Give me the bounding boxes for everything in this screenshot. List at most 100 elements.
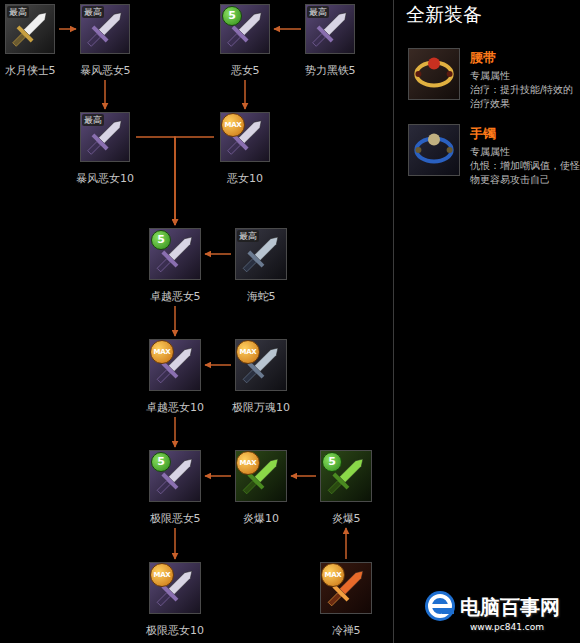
item-name: 恶女10 (190, 172, 300, 185)
weapon-item: 最高暴风恶女10 (80, 112, 130, 162)
attribute-description: 治疗：提升技能/特效的治疗效果 (470, 83, 580, 111)
item-name: 暴风恶女5 (50, 64, 160, 77)
weapon-symbol (152, 452, 199, 499)
weapon-symbol (238, 230, 285, 277)
level-badge: 5 (151, 230, 171, 250)
attribute-description: 仇恨：增加嘲讽值，使怪物更容易攻击自己 (470, 159, 580, 187)
weapon-symbol (307, 6, 353, 52)
upgrade-arrow (174, 528, 176, 559)
upgrade-arrow (174, 306, 176, 336)
level-badge: MAX (321, 563, 345, 587)
item-icon (408, 48, 460, 100)
level-badge: 最高 (82, 6, 104, 18)
upgrade-arrow (205, 475, 231, 477)
weapon-item: 5极限恶女5 (149, 450, 201, 502)
icon-frame (409, 125, 460, 176)
weapon-symbol (82, 114, 128, 160)
level-badge: MAX (150, 563, 174, 587)
weapon-item: 5炎爆5 (320, 450, 372, 502)
icon-frame (221, 5, 270, 54)
item-name: 恶女5 (190, 64, 300, 77)
upgrade-arrow (205, 364, 231, 366)
upgrade-arrow (59, 28, 76, 30)
item-name: 极限万魂10 (205, 401, 317, 414)
upgrade-arrow (174, 417, 176, 447)
upgrade-arrow (136, 137, 175, 225)
icon-frame (236, 451, 287, 502)
weapon-item: MAX极限万魂10 (235, 339, 287, 391)
item-name: 炎爆5 (290, 512, 402, 525)
icon-frame (409, 49, 460, 100)
icon-frame (221, 113, 270, 162)
upgrade-arrow (345, 528, 347, 559)
icon-frame (6, 5, 55, 54)
weapon-item: 5恶女5 (220, 4, 270, 54)
weapon-item: 5卓越恶女5 (149, 228, 201, 280)
icon-frame (150, 340, 201, 391)
level-badge: 5 (151, 452, 171, 472)
accessory-item: 手镯专属属性仇恨：增加嘲讽值，使怪物更容易攻击自己 (408, 124, 460, 176)
item-name: 炎爆10 (205, 512, 317, 525)
level-badge: 5 (222, 6, 242, 26)
level-badge: 最高 (307, 6, 329, 18)
icon-frame (236, 229, 287, 280)
level-badge: MAX (236, 451, 260, 475)
level-badge: 最高 (82, 114, 104, 126)
item-description: 手镯专属属性仇恨：增加嘲讽值，使怪物更容易攻击自己 (470, 126, 580, 187)
icon-frame (321, 451, 372, 502)
watermark-url: www.pc841.com (470, 622, 544, 632)
attribute-type: 专属属性 (470, 145, 580, 159)
icon-frame (236, 340, 287, 391)
weapon-item: 最高水月侠士5 (5, 4, 55, 54)
weapon-item: MAX恶女10 (220, 112, 270, 162)
icon-frame (81, 5, 130, 54)
weapon-item: 最高暴风恶女5 (80, 4, 130, 54)
level-badge: 5 (322, 452, 342, 472)
item-name: 海蛇5 (205, 290, 317, 303)
icon-frame (150, 563, 201, 614)
watermark-logo (425, 591, 455, 621)
weapon-symbol (323, 452, 370, 499)
upgrade-arrow (205, 253, 231, 255)
weapon-item: MAX炎爆10 (235, 450, 287, 502)
weapon-item: 最高海蛇5 (235, 228, 287, 280)
item-icon (408, 124, 460, 176)
upgrade-arrow (274, 28, 301, 30)
weapon-item: MAX卓越恶女10 (149, 339, 201, 391)
item-name: 极限恶女10 (119, 624, 231, 637)
weapon-symbol (7, 6, 53, 52)
item-name: 暴风恶女10 (50, 172, 160, 185)
panel-divider (393, 0, 394, 643)
level-badge: 最高 (237, 230, 259, 242)
item-name: 水月侠士5 (0, 64, 85, 77)
item-name: 极限恶女5 (119, 512, 231, 525)
icon-frame (150, 451, 201, 502)
icon-frame (150, 229, 201, 280)
accessory-item: 腰带专属属性治疗：提升技能/特效的治疗效果 (408, 48, 460, 100)
item-description: 腰带专属属性治疗：提升技能/特效的治疗效果 (470, 50, 580, 111)
watermark-name: 电脑百事网 (460, 594, 560, 621)
item-name: 卓越恶女10 (119, 401, 231, 414)
icon-frame (321, 563, 372, 614)
weapon-symbol (152, 230, 199, 277)
level-badge: 最高 (7, 6, 29, 18)
weapon-symbol (82, 6, 128, 52)
item-name: 冷禅5 (290, 624, 402, 637)
attribute-type: 专属属性 (470, 69, 580, 83)
upgrade-arrow (104, 80, 106, 109)
item-name: 腰带 (470, 50, 580, 66)
level-badge: MAX (221, 113, 245, 137)
item-name: 手镯 (470, 126, 580, 142)
level-badge: MAX (150, 340, 174, 364)
weapon-item: MAX冷禅5 (320, 562, 372, 614)
item-name: 卓越恶女5 (119, 290, 231, 303)
weapon-item: 最高势力黑铁5 (305, 4, 355, 54)
weapon-symbol (222, 6, 268, 52)
icon-frame (81, 113, 130, 162)
item-name: 势力黑铁5 (275, 64, 385, 77)
level-badge: MAX (236, 340, 260, 364)
upgrade-arrow (175, 137, 214, 225)
